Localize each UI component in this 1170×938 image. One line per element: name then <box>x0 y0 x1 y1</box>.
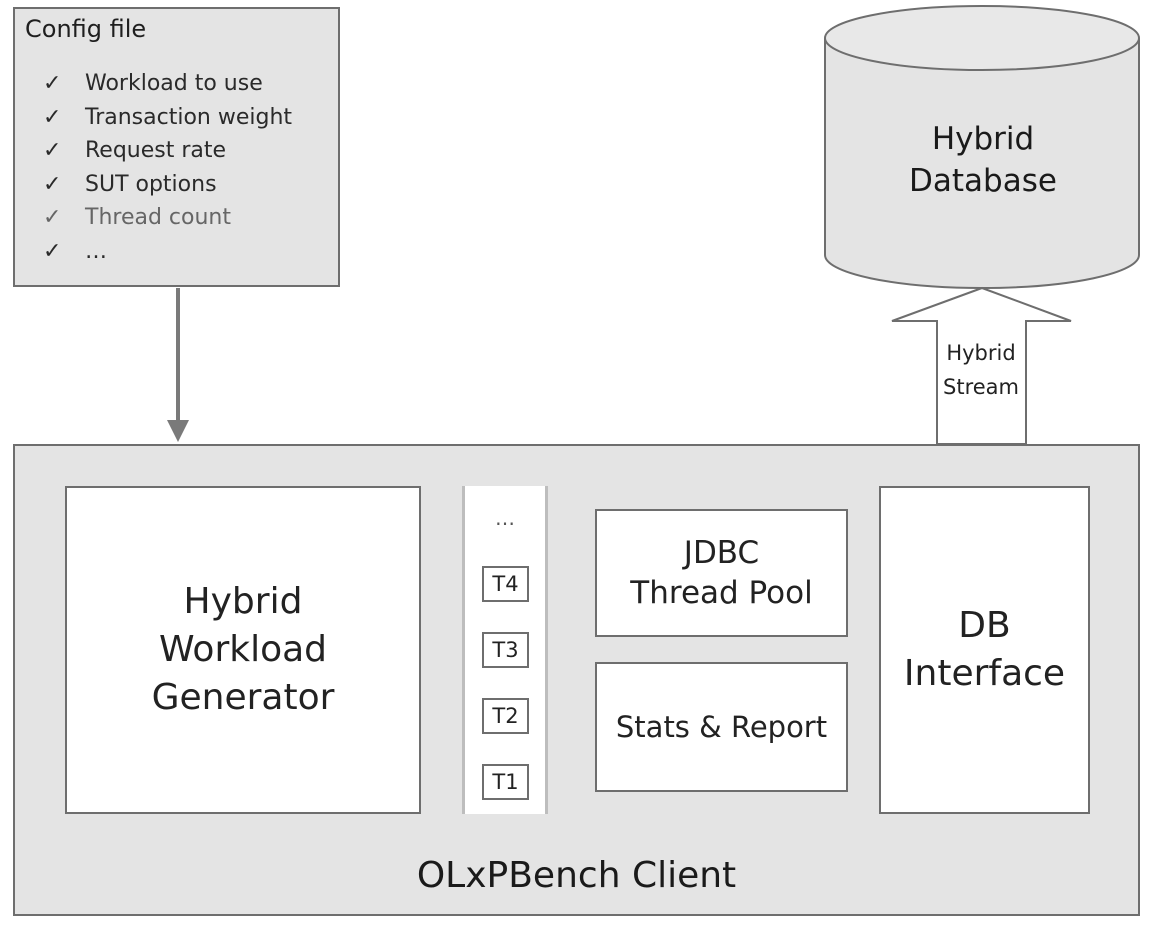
config-to-client-arrow <box>167 288 189 442</box>
generator-label-line: Generator <box>151 677 335 718</box>
generator-label-line: Hybrid <box>183 581 303 622</box>
thread-queue: … T4 T3 T2 T1 <box>462 486 548 814</box>
hybrid-database-label: Hybrid Database <box>825 118 1141 202</box>
hybrid-stream-label: Hybrid Stream <box>935 336 1027 404</box>
config-item-label: … <box>85 238 107 264</box>
check-icon: ✓ <box>43 104 62 130</box>
config-item: ✓ Request rate <box>43 138 292 172</box>
config-file-title: Config file <box>25 15 147 43</box>
stream-label-line: Stream <box>943 375 1019 399</box>
db-interface-label-line: Interface <box>903 653 1066 694</box>
config-item-label: SUT options <box>85 171 217 197</box>
hybrid-database-cylinder <box>824 5 1140 289</box>
config-item-label: Thread count <box>85 205 231 230</box>
config-item: ✓… <box>43 239 292 273</box>
check-icon: ✓ <box>43 171 62 197</box>
hybrid-stream-arrow <box>891 286 1072 445</box>
config-file-box: Config file ✓ Workload to use ✓ Transactio… <box>13 7 340 287</box>
check-icon: ✓ <box>43 71 62 96</box>
config-item: ✓ Workload to use <box>43 71 292 105</box>
config-item-label: Request rate <box>85 138 227 163</box>
thread-t1: T1 <box>482 764 529 800</box>
stats-report-label: Stats & Report <box>615 710 828 744</box>
check-icon: ✓ <box>43 238 62 264</box>
thread-ellipsis: … <box>495 506 515 530</box>
db-interface-label-line: DB <box>958 605 1011 646</box>
config-item-label: Workload to use <box>85 71 263 96</box>
db-interface-box: DB Interface <box>879 486 1090 814</box>
check-icon: ✓ <box>43 138 62 163</box>
hybrid-workload-generator-box: Hybrid Workload Generator <box>65 486 421 814</box>
stats-report-box: Stats & Report <box>595 662 848 792</box>
olxpbench-client-label: OLxPBench Client <box>416 855 737 896</box>
check-icon: ✓ <box>43 205 62 230</box>
stream-label-line: Hybrid <box>946 341 1016 365</box>
thread-t4: T4 <box>482 566 529 602</box>
jdbc-label-line: Thread Pool <box>630 575 813 611</box>
config-options-list: ✓ Workload to use ✓ Transaction weight ✓ Re… <box>43 71 292 272</box>
config-item: ✓ SUT options <box>43 172 292 206</box>
database-label-line: Database <box>909 163 1057 199</box>
jdbc-label-line: JDBC <box>683 535 760 571</box>
database-label-line: Hybrid <box>931 121 1035 157</box>
olxpbench-client-box: Hybrid Workload Generator … T4 T3 T2 T1 … <box>13 444 1140 916</box>
thread-t2: T2 <box>482 698 529 734</box>
config-item: ✓ Transaction weight <box>43 105 292 139</box>
config-item-label: Transaction weight <box>85 104 293 130</box>
generator-label-line: Workload <box>158 629 328 670</box>
config-item: ✓ Thread count <box>43 205 292 239</box>
thread-t3: T3 <box>482 632 529 668</box>
jdbc-thread-pool-box: JDBC Thread Pool <box>595 509 848 637</box>
